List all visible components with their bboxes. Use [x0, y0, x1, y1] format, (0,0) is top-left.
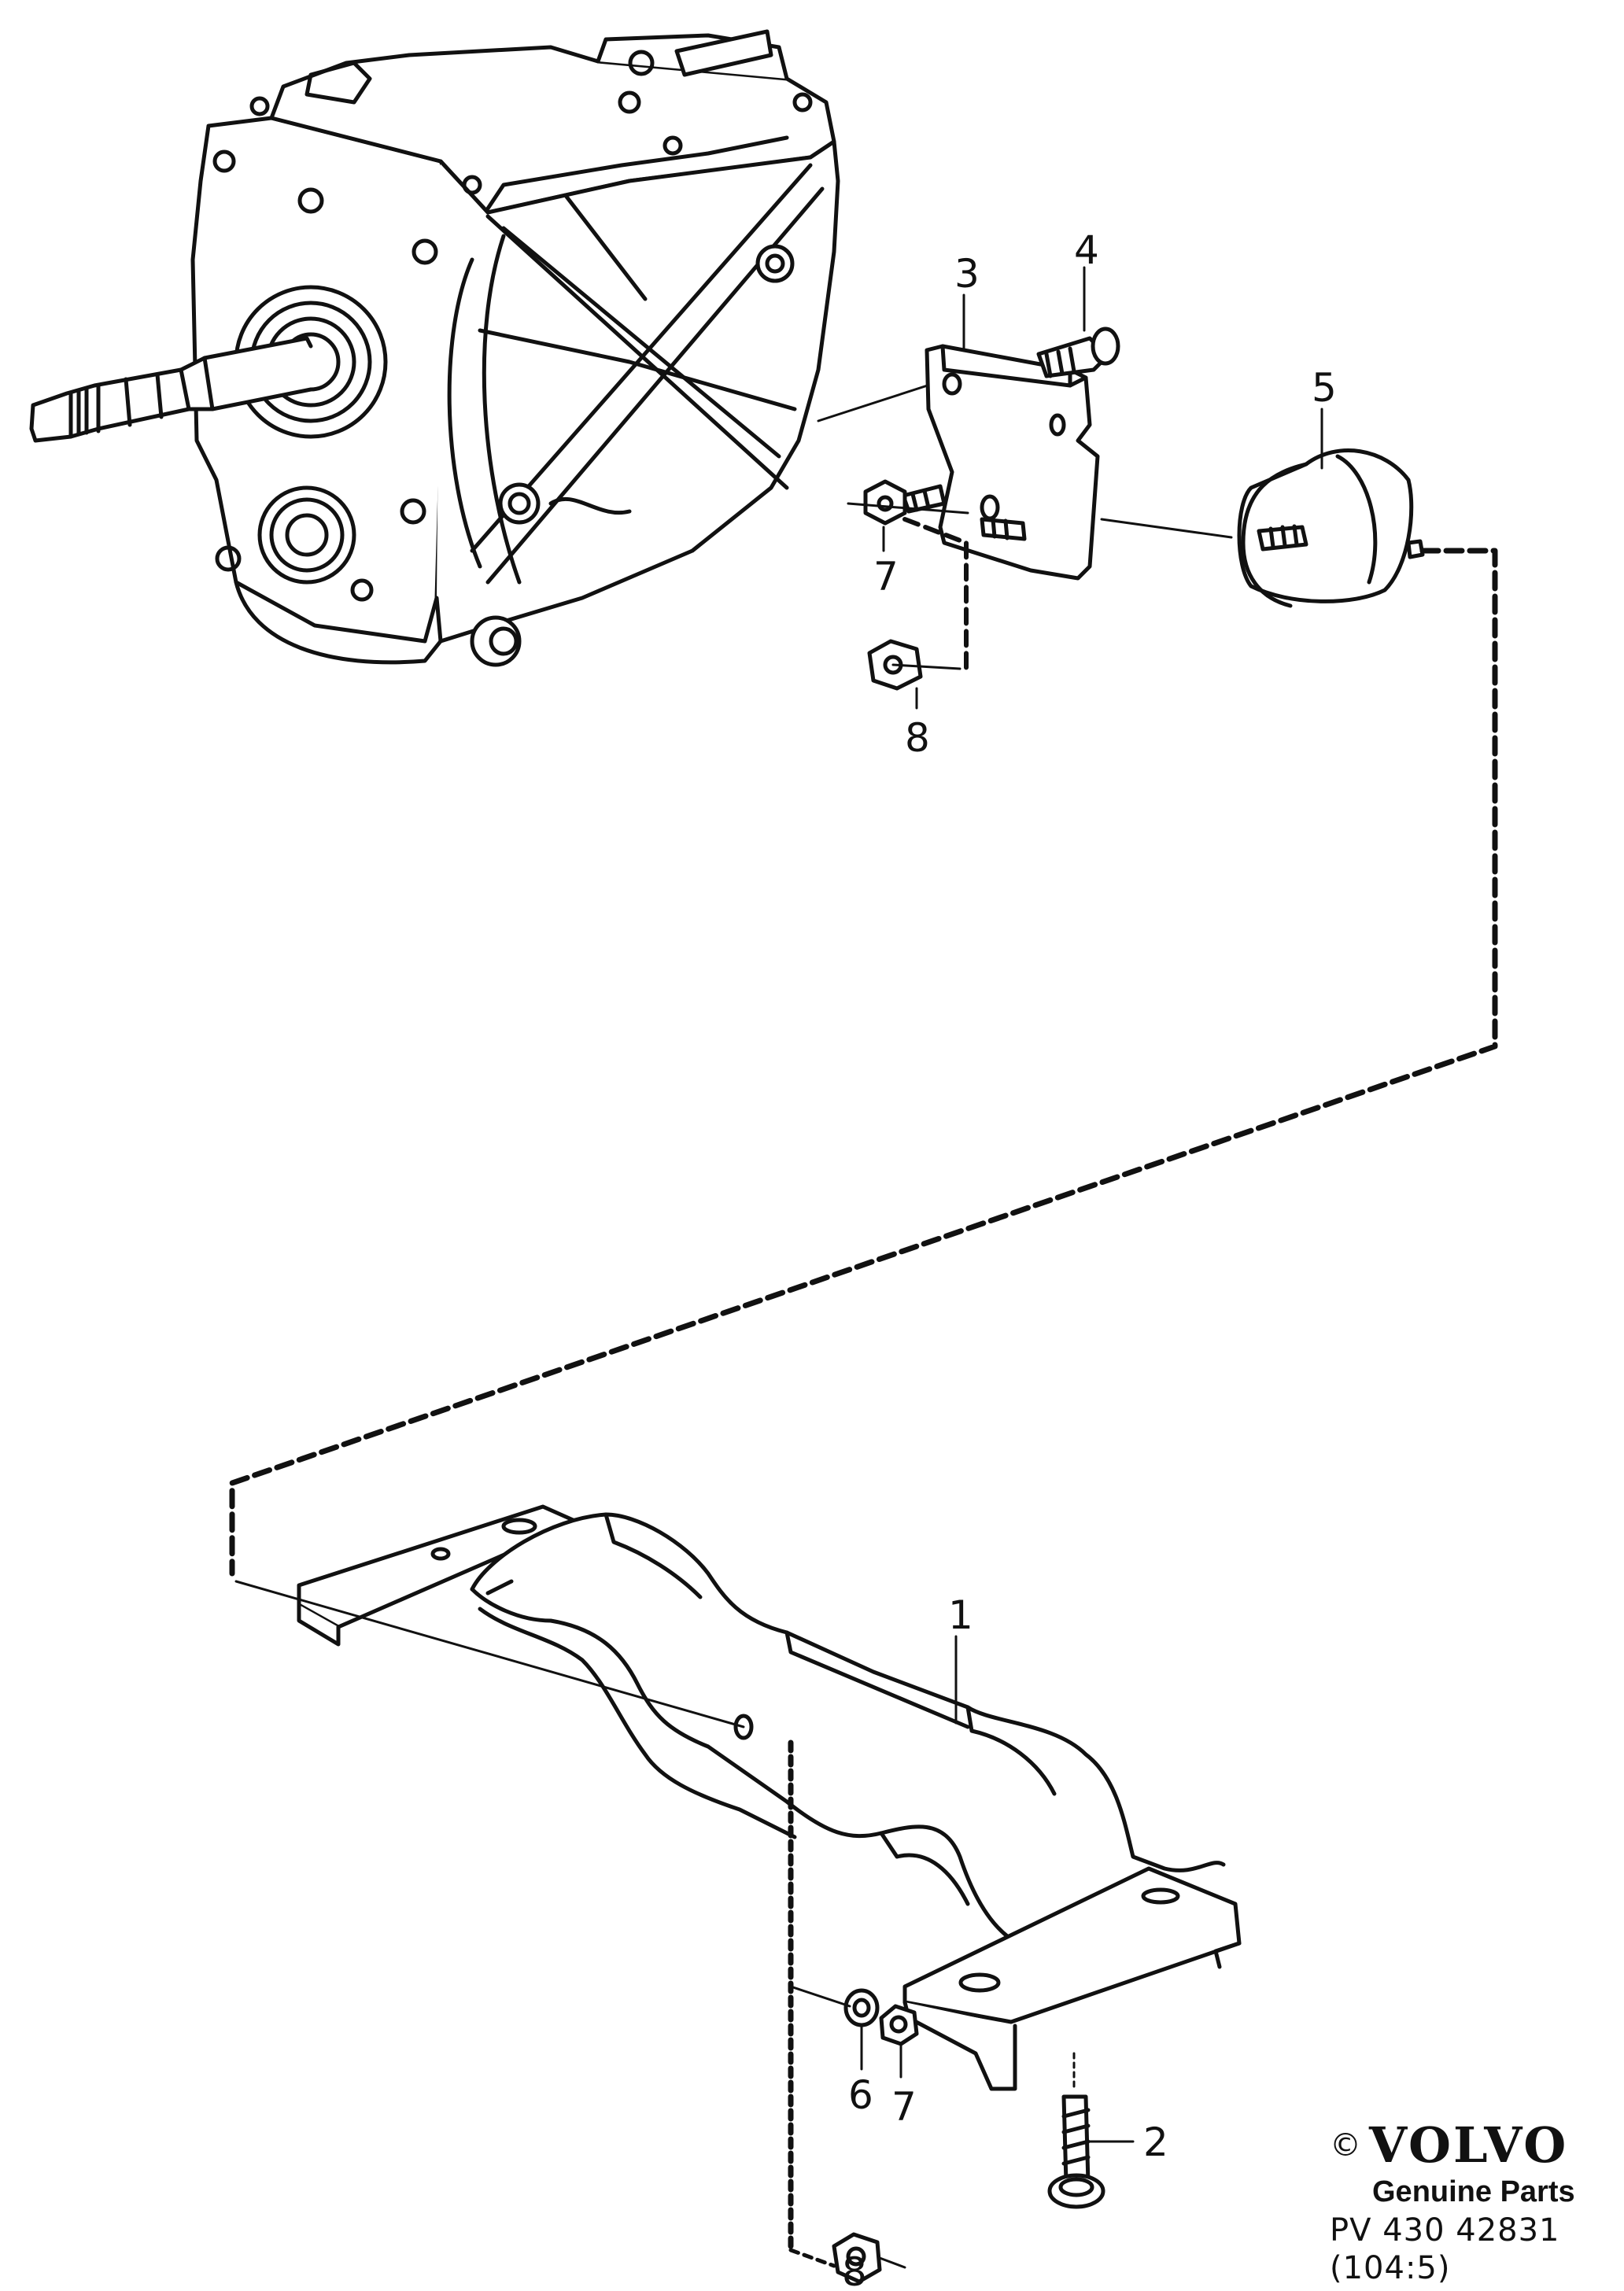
page-reference: (104:5): [1330, 2250, 1451, 2286]
bracket-studs: [901, 484, 1027, 541]
callout-8-upper: 8: [905, 715, 930, 761]
callout-2: 2: [1143, 2119, 1168, 2165]
volvo-logo-block: © VOLVO Genuine Parts PV 430 42831 (104:…: [1330, 2116, 1589, 2286]
washer-6: [843, 1988, 880, 2027]
callout-5: 5: [1312, 365, 1337, 411]
callout-labels: 1 2 3 4 5 6 7 7 8 8: [842, 227, 1337, 2291]
nut-8-upper: [867, 639, 961, 691]
volvo-brand: VOLVO: [1369, 2116, 1569, 2174]
callout-7-lower: 7: [891, 2084, 917, 2130]
callout-leaders: [860, 266, 1323, 2079]
callout-3: 3: [954, 251, 980, 297]
crossmember: [297, 1504, 1242, 2091]
callout-4: 4: [1074, 227, 1099, 273]
gearbox-housing: [190, 29, 840, 667]
nut-8-lower: [832, 2232, 906, 2284]
nut-7-upper: [863, 479, 907, 526]
lower-bearing: [257, 485, 356, 585]
bolt-4: [1036, 326, 1120, 378]
part-number: PV 430 42831: [1330, 2212, 1560, 2249]
copyright-symbol: ©: [1330, 2127, 1361, 2164]
callout-1: 1: [948, 1592, 973, 1638]
gearbox-bracket: [925, 344, 1100, 581]
input-shaft: [29, 336, 313, 443]
callout-8-lower: 8: [842, 2249, 867, 2291]
callout-6: 6: [848, 2072, 873, 2118]
nut-7-lower: [879, 2004, 919, 2046]
genuine-parts-label: Genuine Parts: [1372, 2175, 1575, 2208]
rubber-mount-5: [1237, 448, 1425, 608]
bolt-2: [1047, 2094, 1105, 2209]
callout-7-upper: 7: [873, 554, 899, 599]
